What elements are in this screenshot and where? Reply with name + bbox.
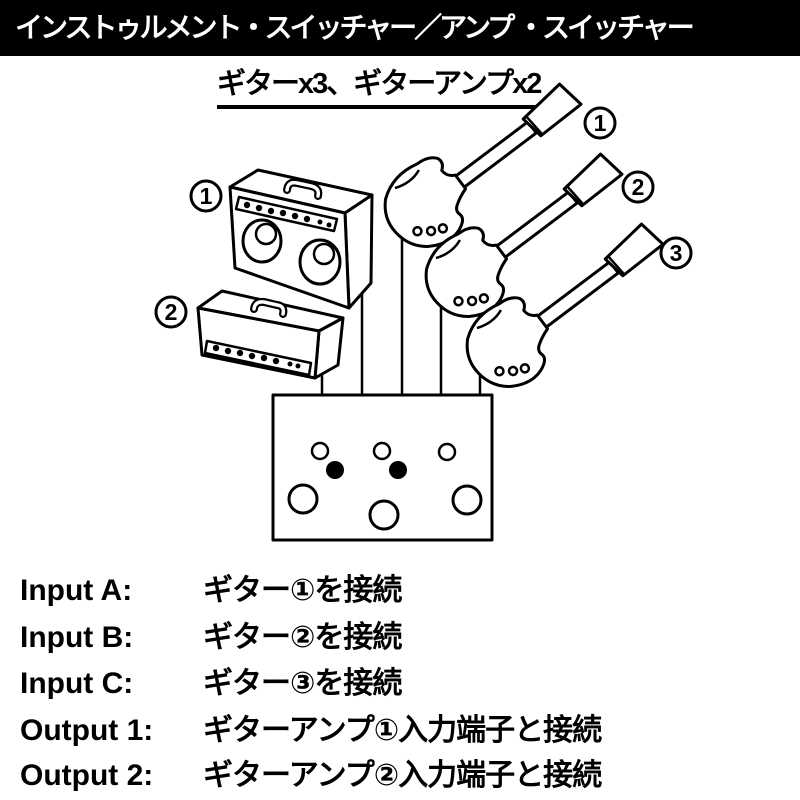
guitar-1-nut: [525, 115, 544, 136]
amp-1-control-panel: [234, 195, 339, 233]
legend-desc-input-b: ギター②を接続: [203, 621, 402, 654]
amp-2-control-panel: [203, 339, 313, 377]
amp-2-knob: [287, 361, 293, 367]
amp-2-illustration: [196, 289, 345, 380]
guitar-3-knob: [507, 365, 519, 377]
legend-row-output-2: Output 2: ギターアンプ②入力端子と接続: [20, 750, 602, 794]
guitar-3-knob: [519, 363, 531, 374]
amp-1-knob: [326, 222, 332, 228]
amp-1-knob: [279, 209, 287, 217]
guitar-1-carve-line: [394, 169, 421, 190]
amp-2-handle-inner: [252, 300, 286, 316]
guitar-2-headstock: [562, 152, 624, 208]
guitar-2-knob: [466, 295, 478, 307]
switcher-footswitch-2: [368, 499, 400, 531]
legend-label-output-1: Output 1:: [20, 714, 154, 747]
switcher-footswitch-1: [287, 483, 319, 515]
switcher-jack-b: [372, 441, 392, 461]
amp-1-knob: [243, 201, 251, 209]
switcher-unit: [271, 393, 494, 542]
amp-2-knob: [260, 354, 268, 362]
guitar-3-label: 3: [659, 236, 693, 270]
legend-label-input-c: Input C:: [20, 667, 134, 700]
page-title: インストゥルメント・スイッチャー／アンプ ・スイッチャー: [15, 12, 695, 43]
amp-1-knob: [317, 219, 323, 225]
guitar-2-label: 2: [621, 170, 655, 204]
amp-1-speaker-right-cone: [312, 242, 336, 266]
amp-1-label-number: 1: [200, 183, 213, 209]
guitar-2-knob: [453, 295, 464, 307]
amp-1-knob: [291, 212, 299, 220]
amp-1-illustration: [228, 168, 374, 310]
amp-2-knob: [212, 344, 220, 352]
guitar-1-headstock: [521, 82, 583, 138]
amp-1-knob: [303, 215, 311, 223]
legend-label-input-a: Input A:: [20, 574, 133, 607]
guitar-1-illustration: [383, 82, 583, 248]
subtitle-wrap: ギターx3、ギターアンプx2: [217, 60, 545, 109]
amp-1-label-circle: [189, 179, 223, 213]
guitar-2-nut: [566, 185, 585, 206]
guitar-2-knob: [478, 293, 490, 304]
amp-1-speaker-left-cone: [254, 222, 278, 246]
amp-2-knob: [224, 347, 232, 355]
legend-row-input-b: Input B: ギター②を接続: [20, 612, 402, 656]
switcher-footswitch-3: [451, 484, 483, 516]
amp-2-label: 2: [154, 295, 188, 329]
guitar-2-carve-line: [435, 239, 462, 260]
legend-desc-output-1: ギターアンプ①入力端子と接続: [203, 714, 602, 747]
guitar-1-knob: [412, 225, 423, 237]
switcher-indicator-1: [326, 461, 344, 479]
amp-1-knob: [255, 204, 263, 212]
guitar-3-nut: [607, 255, 626, 276]
switcher-jack-c: [437, 442, 457, 462]
legend-label-input-b: Input B:: [20, 621, 134, 654]
amp-2-label-circle: [154, 295, 188, 329]
guitar-1-label-number: 1: [594, 110, 607, 136]
amp-1-label: 1: [189, 179, 223, 213]
guitar-3-label-number: 3: [670, 240, 683, 266]
legend-row-input-a: Input A: ギター①を接続: [20, 565, 402, 609]
legend-row-input-c: Input C: ギター③を接続: [20, 658, 402, 702]
guitar-1-knob: [425, 225, 437, 237]
guitar-2-illustration: [424, 152, 624, 318]
legend-row-output-1: Output 1: ギターアンプ①入力端子と接続: [20, 705, 602, 749]
guitar-2-label-circle: [621, 170, 655, 204]
legend-label-output-2: Output 2:: [20, 759, 154, 792]
amp-2-knob: [295, 363, 301, 369]
amp-2-label-number: 2: [165, 299, 178, 325]
switcher-jack-a: [310, 441, 330, 461]
guitar-3-carve-line: [476, 309, 503, 330]
setup-subtitle: ギターx3、ギターアンプx2: [217, 60, 545, 109]
guitar-2-label-number: 2: [632, 174, 645, 200]
guitar-1-label-circle: [583, 106, 617, 140]
legend-desc-output-2: ギターアンプ②入力端子と接続: [203, 759, 602, 792]
amp-2-knob: [236, 349, 244, 357]
legend-desc-input-a: ギター①を接続: [203, 574, 402, 607]
header-bar: インストゥルメント・スイッチャー／アンプ ・スイッチャー: [0, 0, 800, 56]
switcher-indicator-2: [389, 461, 407, 479]
amp-2-knob: [272, 357, 280, 365]
guitar-3-knob: [494, 365, 505, 377]
amp-2-knob: [248, 352, 256, 360]
amp-1-handle-inner: [285, 180, 321, 198]
amp-1-knob: [267, 207, 275, 215]
guitar-3-illustration: [465, 222, 665, 388]
guitar-1-knob: [437, 223, 449, 234]
guitar-1-label: 1: [583, 106, 617, 140]
legend-desc-input-c: ギター③を接続: [203, 667, 402, 700]
guitar-3-label-circle: [659, 236, 693, 270]
